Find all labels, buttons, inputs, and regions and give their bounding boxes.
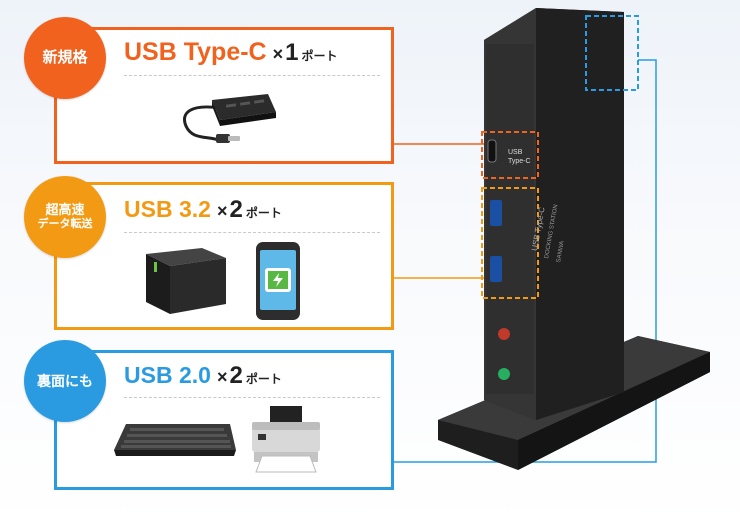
section-title-type-c: USB Type-C × 1 ポート — [124, 38, 338, 67]
port-count: 2 — [229, 196, 243, 223]
docking-station — [438, 8, 710, 470]
badge-text: 裏面にも — [37, 372, 93, 389]
port-unit: ポート — [301, 49, 338, 63]
port-type: USB 2.0 — [124, 362, 211, 388]
times-sign: × — [216, 367, 228, 387]
port-count: 1 — [285, 39, 299, 66]
badge-text: データ転送 — [37, 218, 93, 231]
external-hdd-icon — [146, 248, 226, 314]
port-type: USB Type-C — [124, 38, 267, 66]
usb-3-2-panel — [54, 182, 394, 330]
port-unit: ポート — [245, 206, 282, 220]
port-label-line: USB — [508, 149, 523, 156]
divider — [124, 75, 380, 76]
times-sign: × — [216, 201, 228, 221]
usb-hub-icon — [183, 94, 276, 143]
badge-new-standard: 新規格 — [24, 17, 106, 99]
printer-icon — [252, 406, 320, 473]
badge-text: 新規格 — [42, 49, 88, 67]
port-count: 2 — [229, 362, 243, 389]
keyboard-icon — [114, 424, 236, 456]
section-title-usb-3-2: USB 3.2 × 2 ポート — [124, 196, 282, 224]
times-sign: × — [272, 44, 284, 64]
port-type: USB 3.2 — [124, 196, 211, 222]
section-title-usb-2-0: USB 2.0 × 2 ポート — [124, 362, 282, 390]
usb-2-0-panel — [54, 350, 394, 490]
divider — [124, 397, 380, 398]
badge-text: 超高速 — [45, 202, 85, 218]
divider — [124, 232, 380, 233]
badge-high-speed: 超高速 データ転送 — [24, 176, 106, 258]
smartphone-charging-icon — [256, 242, 300, 320]
badge-rear: 裏面にも — [24, 340, 106, 422]
port-unit: ポート — [245, 372, 282, 386]
port-label-line: Type-C — [508, 158, 531, 166]
type-c-port-label: USB Type-C — [508, 148, 531, 166]
